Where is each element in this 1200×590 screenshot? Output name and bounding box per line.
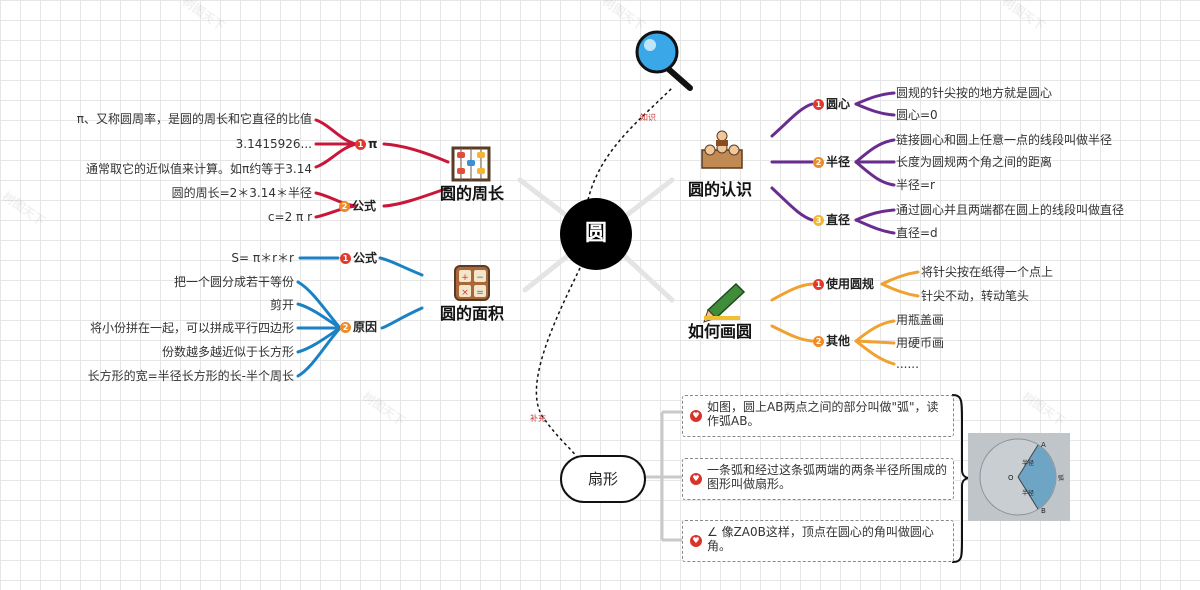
drawing-other-item[interactable]: 用瓶盖画 xyxy=(896,313,945,327)
knowledge-diameter-label: 直径 xyxy=(826,213,851,227)
figure-label: 半径 xyxy=(1022,459,1034,467)
knowledge-radius-label: 半径 xyxy=(826,155,851,169)
people-icon xyxy=(701,130,743,169)
figure-label: A xyxy=(1041,441,1046,449)
knowledge-center-item[interactable]: 圆心=0 xyxy=(896,108,938,122)
knowledge-center-label: 圆心 xyxy=(826,97,851,111)
figure-label: 弧 xyxy=(1058,474,1064,482)
perimeter-formula-label: 公式 xyxy=(352,199,377,213)
drawing-compass-item[interactable]: 针尖不动，转动笔头 xyxy=(921,289,1030,303)
area-formula-label: 公式 xyxy=(353,251,378,265)
drawing-branches xyxy=(770,270,920,366)
sector-card-text: 如图，圆上AB两点之间的部分叫做"弧"，读作弧AB。 xyxy=(707,400,939,428)
sector-figure-image: A B O 半径 半径 弧 xyxy=(968,433,1070,521)
area-formula-number: 1 xyxy=(340,253,351,264)
knowledge-center-number: 1 xyxy=(813,99,824,110)
svg-text:=: = xyxy=(476,288,484,298)
sector-card[interactable]: ♥ ∠ 像ZA0B这样，顶点在圆心的角叫做圆心角。 xyxy=(682,520,954,562)
drawing-other-item[interactable]: 用硬币画 xyxy=(896,336,945,350)
figure-label: 半径 xyxy=(1022,489,1034,497)
drawing-compass-number: 1 xyxy=(813,279,824,290)
sector-connector-label: 补充 xyxy=(530,414,546,423)
knowledge-diameter-item[interactable]: 直径=d xyxy=(896,226,938,240)
perimeter-pi-item[interactable]: π、又称圆周率，是圆的周长和它直径的比值 xyxy=(76,112,312,126)
area-reason-item[interactable]: 份数越多越近似于长方形 xyxy=(161,345,294,359)
area-reason-item[interactable]: 把一个圆分成若干等份 xyxy=(173,275,294,289)
pencil-icon xyxy=(703,282,746,323)
figure-label: B xyxy=(1041,507,1046,515)
knowledge-center-item[interactable]: 圆规的针尖按的地方就是圆心 xyxy=(896,86,1053,100)
area-branches xyxy=(296,256,424,378)
perimeter-pi-label: π xyxy=(368,137,378,151)
search-connector-label: 知识 xyxy=(640,113,656,122)
perimeter-pi-item[interactable]: 通常取它的近似值来计算。如π约等于3.14 xyxy=(86,162,312,176)
area-reason-item[interactable]: 长方形的宽=半径长方形的长-半个周长 xyxy=(87,369,294,383)
svg-text:+: + xyxy=(461,273,469,283)
perimeter-topic[interactable]: 圆的周长 xyxy=(440,184,505,203)
sector-card-text: 一条弧和经过这条弧两端的两条半径所围成的图形叫做扇形。 xyxy=(707,463,948,491)
perimeter-pi-item[interactable]: 3.1415926... xyxy=(235,137,312,151)
heart-icon: ♥ xyxy=(690,473,702,485)
knowledge-diameter-item[interactable]: 通过圆心并且两端都在圆上的线段叫做直径 xyxy=(896,203,1125,217)
hub-line-drawing xyxy=(615,247,675,303)
central-topic[interactable]: 圆 xyxy=(560,198,632,270)
drawing-topic[interactable]: 如何画圆 xyxy=(688,322,753,341)
magnifier-icon xyxy=(635,30,693,91)
knowledge-branches xyxy=(770,91,896,235)
svg-text:×: × xyxy=(461,288,469,298)
perimeter-formula-number: 2 xyxy=(339,201,350,212)
sector-card[interactable]: ♥ 一条弧和经过这条弧两端的两条半径所围成的图形叫做扇形。 xyxy=(682,458,954,500)
heart-icon: ♥ xyxy=(690,535,702,547)
drawing-other-label: 其他 xyxy=(826,334,851,348)
knowledge-radius-item[interactable]: 长度为圆规两个角之间的距离 xyxy=(896,155,1053,169)
sector-branches xyxy=(642,410,682,542)
area-reason-number: 2 xyxy=(340,322,351,333)
knowledge-diameter-number: 3 xyxy=(813,215,824,226)
area-reason-label: 原因 xyxy=(353,320,378,334)
svg-text:−: − xyxy=(476,273,484,283)
sector-figure-drawing: A B O 半径 半径 弧 xyxy=(979,438,1064,516)
hub-line-area xyxy=(522,247,578,293)
sector-topic[interactable]: 扇形 xyxy=(560,455,646,503)
abacus-icon xyxy=(451,146,491,182)
search-connector xyxy=(587,87,673,201)
figure-label: O xyxy=(1008,474,1014,482)
knowledge-topic[interactable]: 圆的认识 xyxy=(688,180,753,199)
knowledge-radius-item[interactable]: 半径=r xyxy=(896,178,935,192)
drawing-compass-item[interactable]: 将针尖按在纸得一个点上 xyxy=(921,265,1054,279)
knowledge-radius-item[interactable]: 链接圆心和圆上任意一点的线段叫做半径 xyxy=(896,133,1113,147)
perimeter-formula-item[interactable]: 圆的周长=2＊3.14＊半径 xyxy=(171,186,312,200)
sector-connector xyxy=(535,267,581,459)
drawing-compass-label: 使用圆规 xyxy=(826,277,875,291)
area-reason-item[interactable]: 剪开 xyxy=(269,298,294,312)
drawing-other-item[interactable]: ...... xyxy=(896,357,919,371)
calculator-icon: + − × = xyxy=(454,265,490,301)
sector-card-text: ∠ 像ZA0B这样，顶点在圆心的角叫做圆心角。 xyxy=(707,525,934,553)
area-topic[interactable]: 圆的面积 xyxy=(440,304,505,323)
area-formula-item[interactable]: S= π＊r＊r xyxy=(231,251,294,265)
perimeter-pi-number: 1 xyxy=(355,139,366,150)
perimeter-formula-item[interactable]: c=2 π r xyxy=(267,210,312,224)
perimeter-branches xyxy=(314,118,450,219)
knowledge-radius-number: 2 xyxy=(813,157,824,168)
sector-card[interactable]: ♥ 如图，圆上AB两点之间的部分叫做"弧"，读作弧AB。 xyxy=(682,395,954,437)
area-reason-item[interactable]: 将小份拼在一起，可以拼成平行四边形 xyxy=(89,321,294,335)
drawing-other-number: 2 xyxy=(813,336,824,347)
heart-icon: ♥ xyxy=(690,410,702,422)
